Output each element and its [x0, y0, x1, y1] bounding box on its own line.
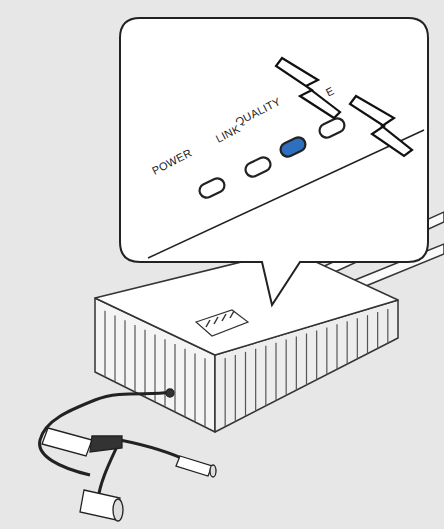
fin: [357, 318, 358, 359]
fin: [124, 320, 125, 387]
fin: [275, 343, 276, 401]
fin: [347, 321, 348, 364]
fin: [184, 349, 185, 417]
fin: [144, 330, 145, 397]
fin: [225, 358, 226, 427]
led-plate: [196, 310, 248, 336]
fin: [265, 346, 266, 406]
cooling-fins: [105, 309, 388, 427]
fin: [326, 327, 327, 374]
fin: [336, 324, 337, 369]
fin: [174, 344, 175, 412]
fin: [245, 352, 246, 417]
fin: [235, 355, 236, 422]
device-housing: [95, 250, 398, 432]
fin: [204, 358, 205, 427]
fin: [377, 312, 378, 348]
fin: [255, 349, 256, 411]
fin: [296, 337, 297, 391]
fin: [154, 335, 155, 403]
fin: [367, 315, 368, 354]
cable: [40, 392, 190, 500]
fin: [104, 311, 105, 377]
panel-edge: [148, 130, 424, 258]
fin: [134, 325, 135, 392]
fin: [387, 309, 388, 343]
fin: [114, 316, 115, 383]
fin: [306, 334, 307, 386]
fin: [164, 339, 165, 407]
led: [197, 116, 346, 200]
callout-bubble: [120, 18, 428, 305]
fin: [194, 354, 195, 423]
lightning-symbol: [276, 58, 412, 156]
fin: [316, 330, 317, 379]
fin: [286, 340, 287, 396]
connector: [42, 389, 216, 521]
